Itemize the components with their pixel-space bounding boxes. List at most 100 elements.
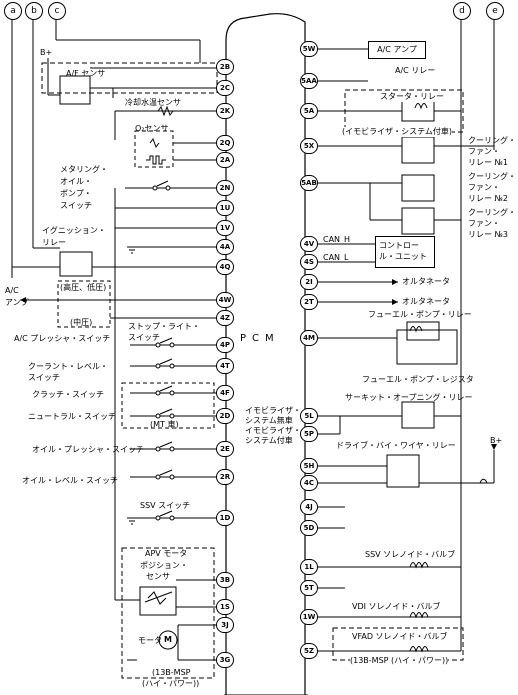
- ssv-solenoid-label: SSV ソレノイド・バルブ: [365, 550, 456, 559]
- pin-left-4q: 4Q: [216, 259, 234, 275]
- can-l-label: CAN_L: [323, 253, 349, 262]
- mt-car-label: (MT 車): [150, 420, 179, 429]
- ac-amp-label-2: アンプ: [5, 298, 29, 307]
- pin-right-5p: 5P: [300, 426, 318, 442]
- metering-oil-label-1: メタリング・: [60, 165, 108, 174]
- immo-with-label-2: システム付車: [245, 436, 293, 445]
- immo-without-label-2: システム無車: [245, 416, 293, 425]
- cooling2-label-2: ファン・: [468, 183, 500, 192]
- pin-left-2d: 2D: [216, 408, 234, 424]
- pin-left-1v: 1V: [216, 220, 234, 236]
- pin-left-4w: 4W: [216, 292, 234, 308]
- connector-a: a: [4, 2, 22, 20]
- clutch-label: クラッチ・スイッチ: [32, 390, 104, 399]
- pin-left-1d: 1D: [216, 510, 234, 526]
- pin-left-4a: 4A: [216, 239, 234, 255]
- pin-right-5w: 5W: [300, 41, 318, 57]
- af-sensor-label: A/F センサ: [66, 69, 106, 78]
- circuit-opening-label: サーキット・オープニング・リレー: [345, 393, 473, 402]
- pin-left-3j: 3J: [216, 617, 234, 633]
- pin-right-4c: 4C: [300, 475, 318, 491]
- coolant-level-label-1: クーラント・レベル・: [28, 362, 108, 371]
- immo-without-label-1: イモビライザ・: [245, 406, 301, 415]
- pin-right-5ab: 5AB: [300, 175, 318, 191]
- pin-right-5d: 5D: [300, 520, 318, 536]
- coolant-level-label-2: スイッチ: [28, 373, 60, 382]
- control-unit-label-1: コントロー: [379, 241, 419, 250]
- pcm-label: PCM: [240, 333, 280, 344]
- vdi-solenoid-label: VDI ソレノイド・バルブ: [352, 602, 441, 611]
- pin-left-2n: 2N: [216, 180, 234, 196]
- msp-left-label-1: (13B-MSP: [152, 668, 191, 677]
- drive-by-wire-label: ドライブ・バイ・ワイヤ・リレー: [336, 441, 456, 450]
- ac-amp-label-1: A/C: [5, 286, 19, 295]
- pin-right-2t: 2T: [300, 294, 318, 310]
- pin-right-5a: 5A: [300, 103, 318, 119]
- pin-left-1u: 1U: [216, 200, 234, 216]
- pin-left-4p: 4P: [216, 337, 234, 353]
- ignition-relay-label-2: リレー: [42, 238, 66, 247]
- ac-relay-label: A/C リレー: [395, 66, 436, 75]
- cooling1-label-3: リレー №1: [468, 158, 508, 167]
- ignition-relay-label-1: イグニッション・: [42, 226, 106, 235]
- o2-sensor-label: O₂センサ: [135, 124, 169, 133]
- cooling3-label-2: ファン・: [468, 219, 500, 228]
- can-h-label: CAN_H: [323, 235, 351, 244]
- high-low-label: (高圧、低圧): [60, 283, 107, 292]
- cooling3-label-1: クーリング・: [468, 208, 516, 217]
- ac-amp-box: A/C アンプ: [368, 41, 426, 59]
- pin-right-4s: 4S: [300, 254, 318, 270]
- position-sensor-label-1: ポジション・: [140, 561, 188, 570]
- connector-b: b: [25, 2, 43, 20]
- immobilizer-note: (イモビライザ・システム付車): [342, 127, 453, 137]
- pin-right-5h: 5H: [300, 458, 318, 474]
- pin-right-5l: 5L: [300, 408, 318, 424]
- cooling1-label-1: クーリング・: [468, 136, 516, 145]
- pin-right-4m: 4M: [300, 330, 318, 346]
- mid-pressure-label: (中圧): [70, 318, 93, 327]
- msp-left-label-2: (ハイ・パワー)): [142, 679, 200, 688]
- pin-right-1w: 1W: [300, 609, 318, 625]
- position-sensor-label-2: センサ: [146, 572, 170, 581]
- ssv-switch-label: SSV スイッチ: [140, 501, 191, 510]
- fuel-pump-resistor-label: フューエル・ポンプ・レジスタ: [362, 375, 474, 384]
- pin-left-3g: 3G: [216, 652, 234, 668]
- pin-right-5t: 5T: [300, 580, 318, 596]
- cooling1-label-2: ファン・: [468, 147, 500, 156]
- pin-left-2e: 2E: [216, 441, 234, 457]
- pin-left-2r: 2R: [216, 469, 234, 485]
- pin-right-5x: 5X: [300, 138, 318, 154]
- cooling2-label-3: リレー №2: [468, 194, 508, 203]
- stop-light-label-1: ストップ・ライト・: [128, 322, 200, 331]
- apv-motor-label: APV モータ: [145, 549, 188, 558]
- control-unit-label-2: ル・ユニット: [379, 252, 427, 261]
- oil-level-label: オイル・レベル・スイッチ: [22, 476, 118, 485]
- pin-right-5z: 5Z: [300, 643, 318, 659]
- connector-c: c: [48, 2, 66, 20]
- coolant-sensor-label: 冷却水温センサ: [125, 98, 181, 107]
- stop-light-label-2: スイッチ: [128, 333, 160, 342]
- pin-right-5aa: 5AA: [300, 73, 318, 89]
- pin-left-4f: 4F: [216, 385, 234, 401]
- motor-icon: M: [164, 635, 172, 644]
- starter-relay-label: スタータ・リレー: [380, 92, 444, 102]
- neutral-label: ニュートラル・スイッチ: [28, 412, 116, 421]
- metering-oil-label-3: ポンプ・: [60, 189, 92, 198]
- connector-e: e: [486, 2, 504, 20]
- bplus-label: B+: [40, 48, 53, 57]
- ac-pressure-label: A/C プレッシャ・スイッチ: [14, 334, 111, 343]
- pin-right-2i: 2I: [300, 274, 318, 290]
- bplus-label-right: B+: [490, 436, 503, 445]
- pin-left-2k: 2K: [216, 103, 234, 119]
- pin-left-2a: 2A: [216, 152, 234, 168]
- cooling3-label-3: リレー №3: [468, 230, 508, 239]
- pin-left-3b: 3B: [216, 572, 234, 588]
- pin-right-1l: 1L: [300, 559, 318, 575]
- pin-left-1s: 1S: [216, 599, 234, 615]
- vfad-solenoid-label: VFAD ソレノイド・バルブ: [352, 632, 448, 642]
- fuel-pump-relay-label: フューエル・ポンプ・リレー: [368, 310, 472, 319]
- pin-left-2c: 2C: [216, 80, 234, 96]
- motor-label: モータ: [138, 636, 162, 645]
